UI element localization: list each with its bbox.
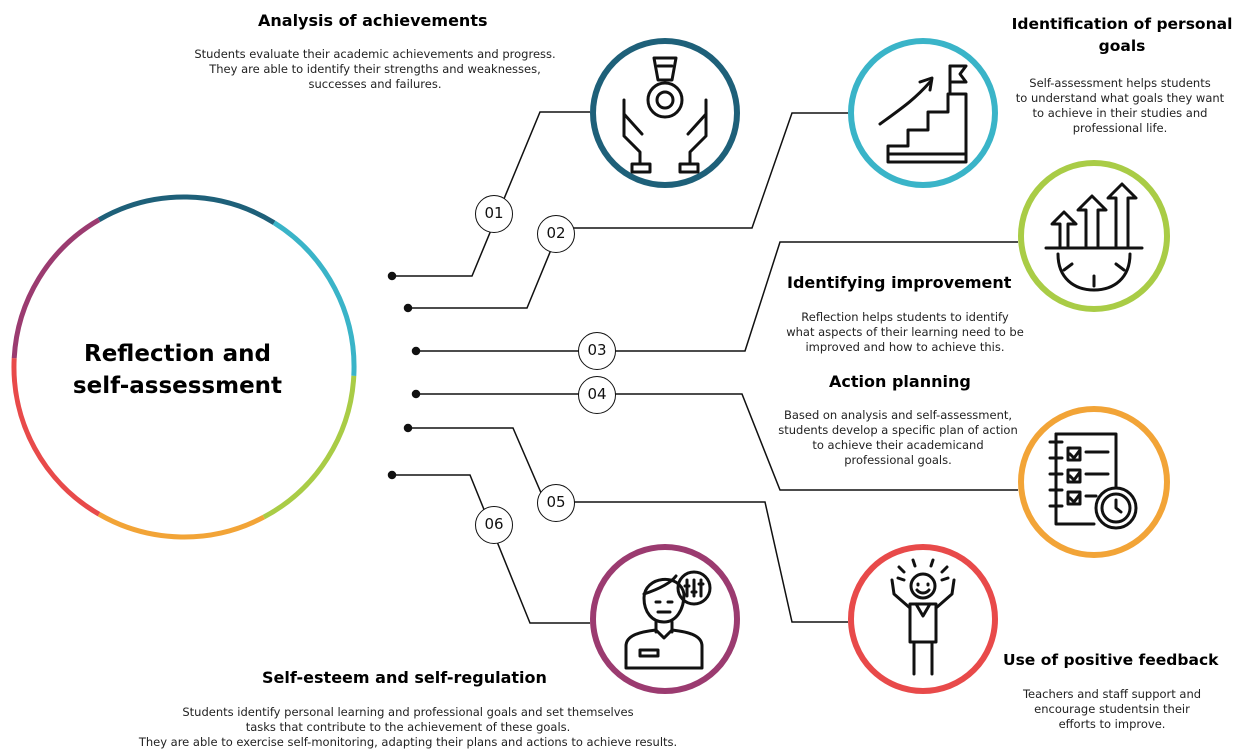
step-title-02: Identification of personal goals bbox=[1011, 15, 1233, 55]
step-desc-05: Teachers and staff support and encourage… bbox=[1022, 687, 1202, 731]
endpoint-03 bbox=[411, 346, 421, 356]
connector-05 bbox=[408, 427, 848, 623]
endpoint-06 bbox=[387, 470, 397, 480]
happy-person-icon bbox=[890, 558, 956, 676]
step-title-03: Identifying improvement bbox=[787, 273, 1012, 292]
ring-arc-red bbox=[11, 357, 101, 517]
endpoint-01 bbox=[387, 271, 397, 281]
step-number-06: 06 bbox=[475, 506, 513, 544]
step-number-01: 01 bbox=[475, 195, 513, 233]
connector-06 bbox=[392, 474, 590, 624]
step-number-04: 04 bbox=[578, 376, 616, 414]
step-icon-ring-01 bbox=[590, 38, 740, 188]
ring-arc-navy bbox=[97, 194, 276, 225]
ring-arc-teal bbox=[272, 220, 357, 377]
checklist-clock-icon bbox=[1048, 432, 1138, 530]
step-desc-04: Based on analysis and self-assessment, s… bbox=[778, 408, 1018, 467]
connector-02 bbox=[408, 112, 848, 309]
step-desc-02: Self-assessment helps students to unders… bbox=[1015, 76, 1225, 135]
step-icon-ring-02 bbox=[848, 38, 998, 188]
endpoint-02 bbox=[403, 303, 413, 313]
step-title-04: Action planning bbox=[829, 372, 971, 391]
gear-arrows-up-icon bbox=[1044, 182, 1144, 292]
medal-hands-icon bbox=[622, 56, 708, 174]
step-title-01: Analysis of achievements bbox=[258, 11, 488, 30]
step-icon-ring-06 bbox=[590, 544, 740, 694]
step-title-06: Self-esteem and self-regulation bbox=[262, 668, 547, 687]
step-title-05: Use of positive feedback bbox=[1003, 651, 1219, 669]
connector-01 bbox=[392, 111, 590, 277]
person-sliders-icon bbox=[624, 570, 712, 670]
endpoint-05 bbox=[403, 423, 413, 433]
ring-arc-orange bbox=[97, 512, 265, 540]
step-number-02: 02 bbox=[537, 215, 575, 253]
growth-stairs-flag-icon bbox=[878, 64, 968, 164]
step-desc-03: Reflection helps students to identify wh… bbox=[786, 310, 1024, 354]
step-icon-ring-05 bbox=[848, 544, 998, 694]
step-icon-ring-04 bbox=[1018, 406, 1170, 558]
center-ring bbox=[11, 194, 357, 540]
step-desc-06: Students identify personal learning and … bbox=[138, 705, 678, 749]
step-number-05: 05 bbox=[537, 484, 575, 522]
center-title: Reflection and self-assessment bbox=[72, 341, 283, 399]
step-icon-ring-03 bbox=[1018, 160, 1170, 312]
step-number-03: 03 bbox=[578, 332, 616, 370]
endpoint-04 bbox=[411, 389, 421, 399]
step-desc-01: Students evaluate their academic achieve… bbox=[194, 47, 556, 91]
ring-arc-purple bbox=[11, 217, 101, 359]
ring-arc-green bbox=[262, 375, 357, 520]
